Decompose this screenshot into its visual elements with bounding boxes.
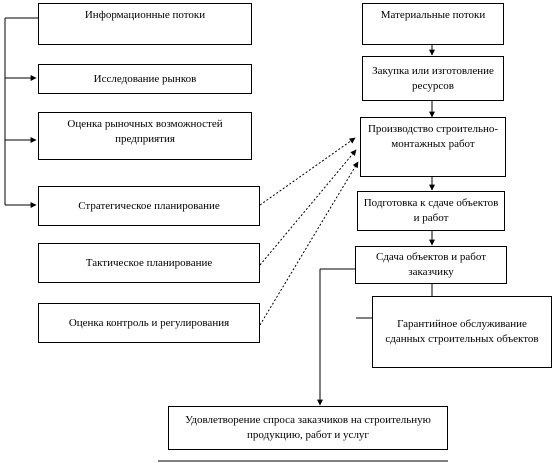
left-bracket [4, 17, 38, 208]
handover-box: Сдача объектов и работ заказчику [355, 246, 507, 284]
construction-label: Производство строительно-монтажных работ [367, 123, 499, 150]
control-regulation-box: Оценка контроль и регулирования [38, 303, 260, 343]
dashed-arrows-to-production [259, 137, 359, 326]
strategic-planning-label: Стратегическое планирование [78, 199, 220, 212]
tactical-planning-box: Тактическое планирование [38, 243, 260, 283]
control-regulation-label: Оценка контроль и регулирования [68, 316, 230, 329]
satisfaction-box: Удовлетворение спроса заказчиков на стро… [168, 406, 448, 450]
procurement-label: Закупка или изготовление ресурсов [372, 64, 494, 92]
info-flows-box: Информационные потоки [38, 3, 252, 45]
warranty-box: Гарантийное обслуживание сданных строите… [372, 296, 552, 368]
construction-box: Производство строительно-монтажных работ [360, 117, 506, 177]
handover-to-satisfaction [317, 268, 355, 406]
market-assessment-box: Оценка рыночных возможностей предприятия [38, 112, 252, 160]
handover-label: Сдача объектов и работ заказчику [375, 251, 487, 278]
info-flows-label: Информационные потоки [84, 9, 206, 21]
market-research-box: Исследование рынков [38, 64, 252, 94]
material-flows-label: Материальные потоки [380, 9, 486, 21]
handover-prep-label: Подготовка к сдаче объектов и работ [363, 197, 499, 224]
satisfaction-label: Удовлетворение спроса заказчиков на стро… [185, 414, 431, 441]
tactical-planning-label: Тактическое планирование [85, 256, 213, 269]
procurement-box: Закупка или изготовление ресурсов [362, 56, 504, 101]
market-research-label: Исследование рынков [93, 72, 197, 85]
warranty-label: Гарантийное обслуживание сданных строите… [385, 318, 539, 345]
handover-prep-box: Подготовка к сдаче объектов и работ [357, 191, 505, 231]
material-flows-box: Материальные потоки [362, 3, 504, 45]
market-assessment-label: Оценка рыночных возможностей предприятия [67, 118, 223, 145]
strategic-planning-box: Стратегическое планирование [38, 186, 260, 226]
